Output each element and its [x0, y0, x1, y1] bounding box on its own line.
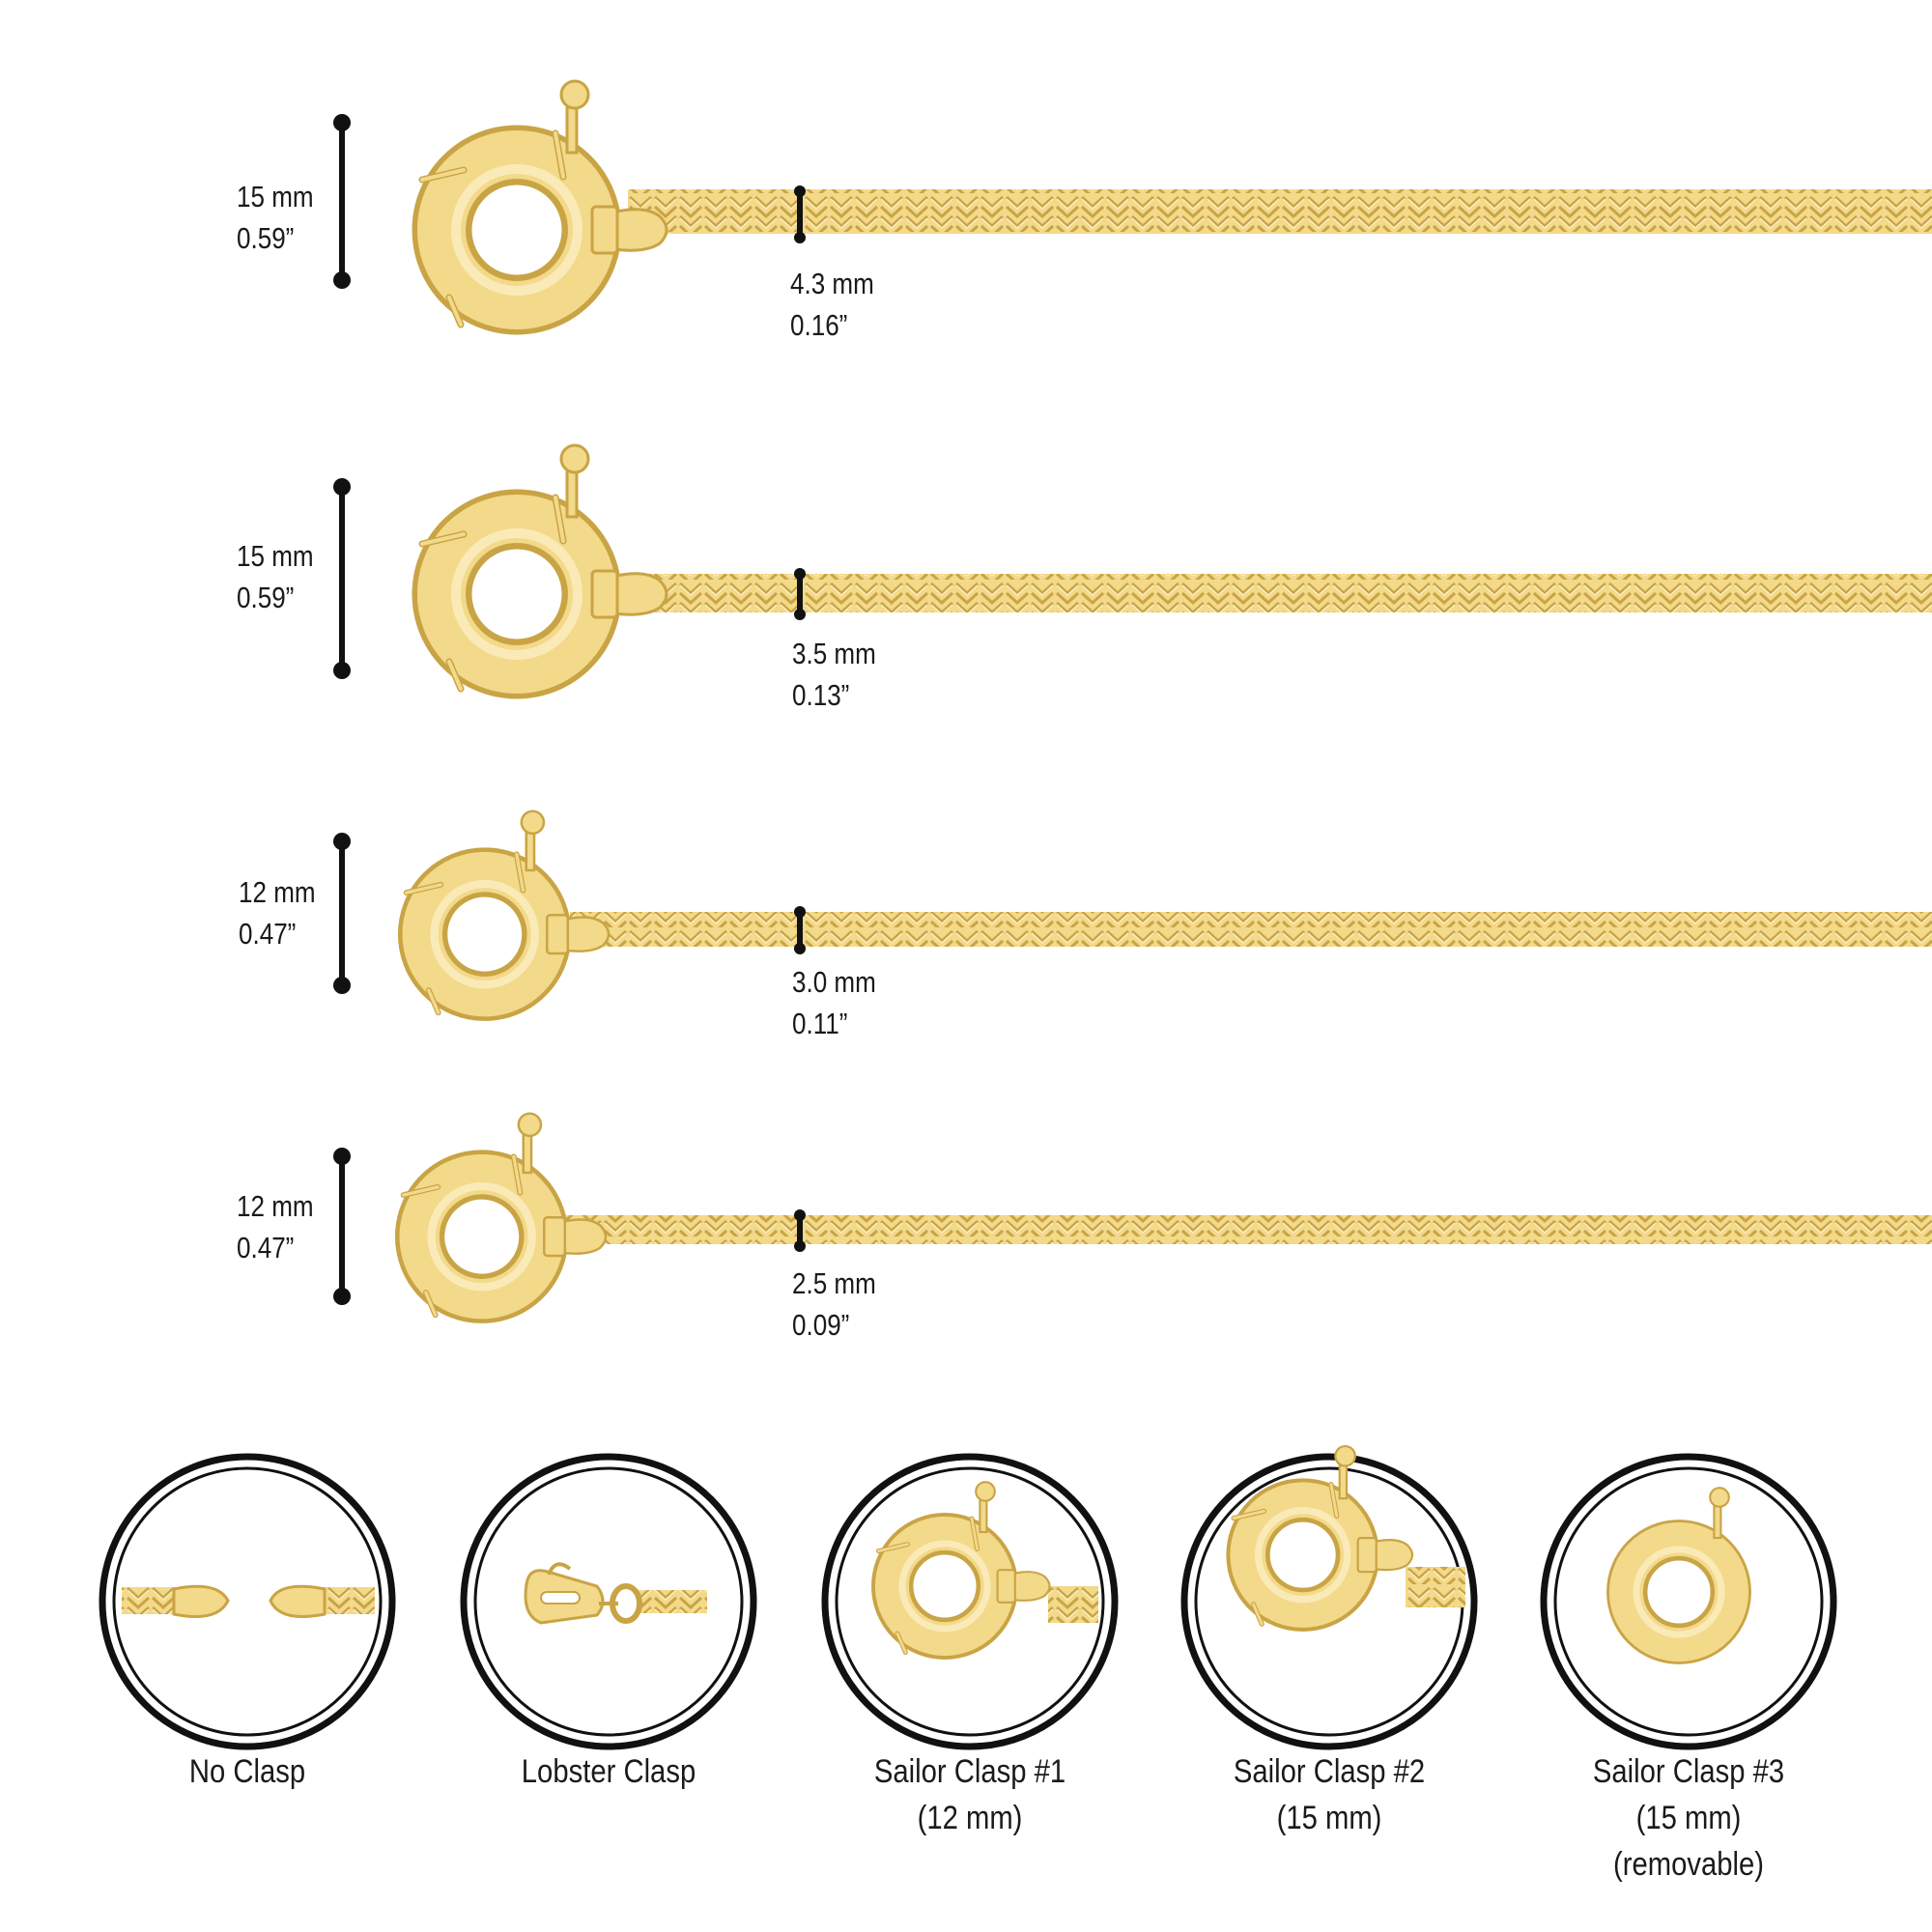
herringbone-chain: [565, 1215, 1932, 1244]
chain-row-1: [333, 81, 1932, 333]
chain-row-3: [333, 811, 1932, 1020]
option-no-clasp: [99, 1453, 396, 1750]
no-clasp-icon: [122, 1584, 375, 1618]
option-lobster-clasp: [460, 1453, 757, 1750]
chain-width-mm: 3.0 mm: [792, 965, 876, 999]
clasp-size-inch: 0.47”: [237, 1231, 295, 1264]
clasp-size-inch: 0.47”: [239, 917, 297, 951]
option-caption: Lobster Clasp: [484, 1748, 733, 1795]
chain-row-2: [333, 445, 1932, 697]
herringbone-chain: [628, 574, 1932, 612]
sailor-clasp-icon: [413, 445, 667, 697]
option-size: (15 mm): [1276, 1800, 1382, 1836]
clasp-size-mm: 15 mm: [237, 539, 314, 573]
chain-width-marker: [794, 906, 806, 954]
herringbone-chain: [628, 189, 1932, 234]
chain-width-inch: 0.13”: [792, 678, 850, 712]
clasp-size-mm: 12 mm: [239, 875, 316, 909]
option-sailor-clasp-2: [1180, 1446, 1478, 1750]
chain-width-marker: [794, 1209, 806, 1252]
clasp-height-ruler: [333, 1148, 351, 1305]
herringbone-chain: [570, 912, 1932, 947]
clasp-height-ruler: [333, 833, 351, 994]
option-title: Sailor Clasp #1: [873, 1753, 1066, 1790]
option-title: Lobster Clasp: [521, 1753, 696, 1790]
option-sailor-clasp-1: [821, 1453, 1119, 1750]
option-caption: Sailor Clasp #3 (15 mm) (removable): [1564, 1748, 1813, 1888]
clasp-height-ruler: [333, 114, 351, 289]
option-sailor-clasp-3: [1540, 1453, 1837, 1750]
clasp-size-inch: 0.59”: [237, 221, 295, 255]
clasp-height-ruler: [333, 478, 351, 679]
option-caption: Sailor Clasp #1 (12 mm): [845, 1748, 1094, 1841]
option-size: (15 mm): [1635, 1800, 1742, 1836]
option-title: Sailor Clasp #2: [1233, 1753, 1426, 1790]
option-caption: No Clasp: [123, 1748, 372, 1795]
option-title: No Clasp: [188, 1753, 306, 1790]
option-caption: Sailor Clasp #2 (15 mm): [1205, 1748, 1454, 1841]
chain-width-inch: 0.11”: [792, 1007, 848, 1040]
clasp-size-inch: 0.59”: [237, 581, 295, 614]
chain-width-mm: 3.5 mm: [792, 637, 876, 670]
chain-width-inch: 0.09”: [792, 1308, 850, 1342]
chain-width-marker: [794, 185, 806, 243]
chain-width-mm: 2.5 mm: [792, 1266, 876, 1300]
option-note: (removable): [1612, 1846, 1764, 1883]
clasp-size-mm: 15 mm: [237, 180, 314, 213]
chain-width-inch: 0.16”: [790, 308, 848, 342]
chain-width-marker: [794, 568, 806, 620]
lobster-clasp-icon: [524, 1562, 707, 1625]
option-title: Sailor Clasp #3: [1592, 1753, 1785, 1790]
clasp-size-mm: 12 mm: [237, 1189, 314, 1223]
option-size: (12 mm): [917, 1800, 1023, 1836]
chain-width-mm: 4.3 mm: [790, 267, 874, 300]
chain-row-4: [333, 1114, 1932, 1322]
